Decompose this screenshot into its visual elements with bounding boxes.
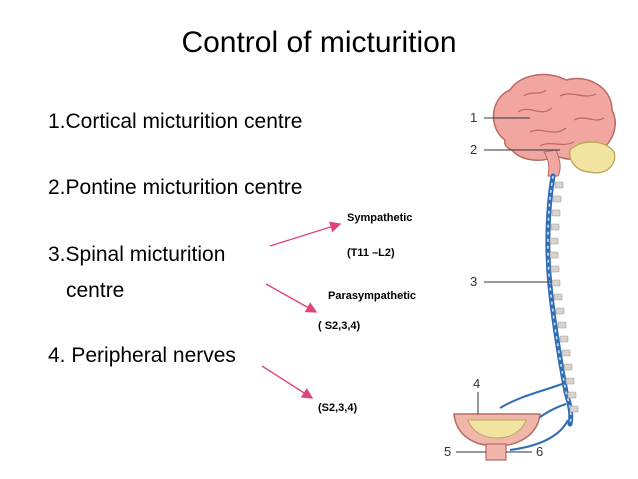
leader-lines bbox=[456, 117, 560, 453]
bladder-illustration bbox=[453, 413, 541, 461]
parasympathetic-label: Parasympathetic bbox=[328, 290, 417, 302]
list-item-spinal: 3.Spinal micturition bbox=[48, 243, 226, 266]
brainstem-illustration bbox=[543, 149, 561, 177]
sympathetic-arrow bbox=[269, 221, 342, 247]
peripheral-level-label: (S2,3,4) bbox=[318, 402, 358, 414]
list-item-peripheral: 4. Peripheral nerves bbox=[48, 344, 236, 367]
brain-illustration bbox=[492, 73, 616, 162]
list-item-cortical: 1.Cortical micturition centre bbox=[48, 110, 303, 133]
sympathetic-label: Sympathetic bbox=[347, 212, 413, 224]
diagram-label-1: 1 bbox=[470, 110, 477, 125]
parasympathetic-level-label: ( S2,3,4) bbox=[318, 320, 361, 332]
sympathetic-level-label: (T11 –L2) bbox=[347, 247, 395, 259]
list-item-pontine: 2.Pontine micturition centre bbox=[48, 176, 303, 199]
diagram-label-4: 4 bbox=[473, 376, 480, 391]
list-item-spinal-continued: centre bbox=[66, 279, 125, 302]
parasympathetic-arrow bbox=[265, 283, 318, 313]
diagram-label-5: 5 bbox=[444, 444, 451, 459]
slide-title: Control of micturition bbox=[181, 26, 457, 59]
diagram-label-3: 3 bbox=[470, 274, 477, 289]
peripheral-arrow bbox=[261, 365, 314, 399]
nerve-illustration bbox=[499, 383, 563, 409]
diagram-label-2: 2 bbox=[470, 142, 477, 157]
cerebellum-illustration bbox=[569, 141, 616, 174]
diagram-label-6: 6 bbox=[536, 444, 543, 459]
vertebrae-illustration bbox=[549, 181, 579, 413]
